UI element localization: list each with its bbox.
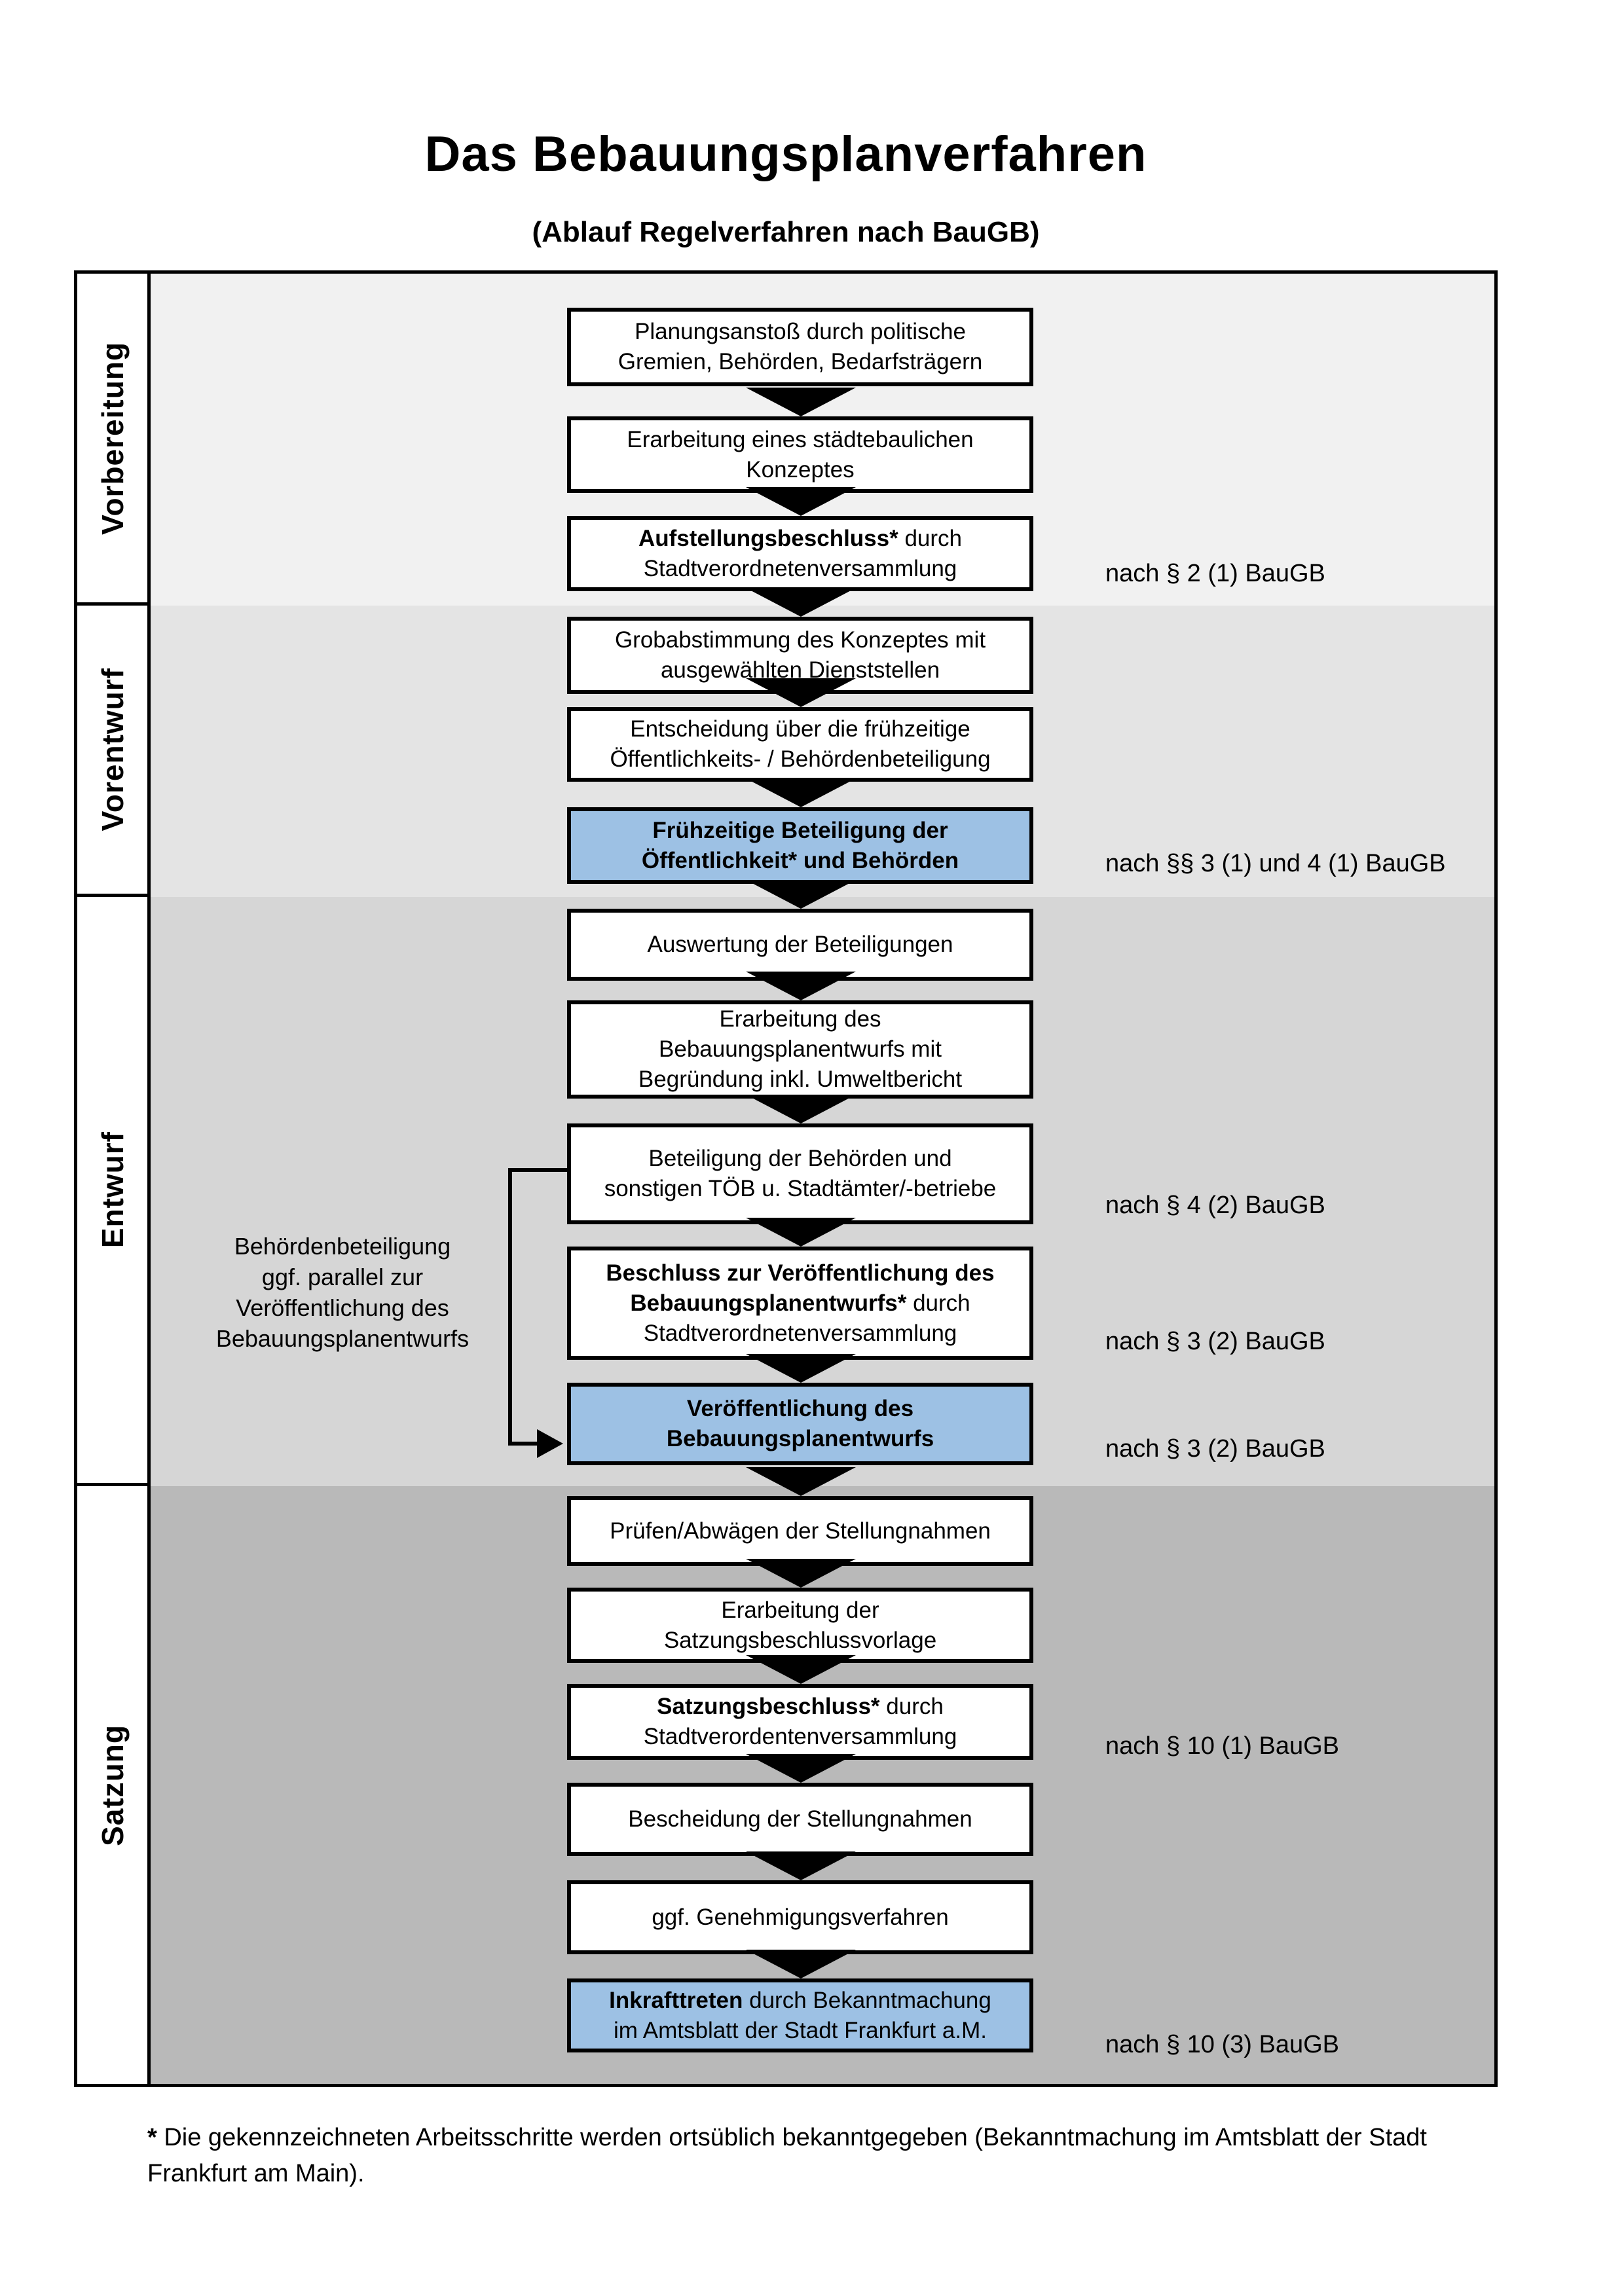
arrow-down-icon xyxy=(746,1754,856,1783)
page-title: Das Bebauungsplanverfahren xyxy=(424,126,1147,182)
arrow-down-icon xyxy=(746,1218,856,1247)
arrow-down-icon xyxy=(746,1655,856,1684)
diagram-frame: Vorbereitung Vorentwurf Entwurf Satzung … xyxy=(74,270,1498,2087)
arrow-down-icon xyxy=(746,1095,856,1123)
footnote: * Die gekennzeichneten Arbeitsschritte w… xyxy=(147,2120,1490,2192)
arrow-down-icon xyxy=(746,1851,856,1880)
arrow-down-icon xyxy=(746,678,856,707)
arrow-down-icon xyxy=(746,880,856,909)
phase-cell-vorentwurf: Vorentwurf xyxy=(77,606,151,897)
arrow-down-icon xyxy=(746,1559,856,1588)
arrow-right-icon xyxy=(537,1429,563,1458)
phase-label-vorentwurf: Vorentwurf xyxy=(95,668,130,831)
arrow-down-icon xyxy=(746,1354,856,1383)
flow-box-pruefen-abwaegen: Prüfen/Abwägen der Stellungnahmen xyxy=(567,1496,1033,1566)
arrow-down-icon xyxy=(746,1950,856,1978)
arrow-down-icon xyxy=(746,388,856,416)
flow-box-auswertung: Auswertung der Beteiligungen xyxy=(567,909,1033,981)
flow-box-bescheidung: Bescheidung der Stellungnahmen xyxy=(567,1783,1033,1856)
flow-box-text: Prüfen/Abwägen der Stellungnahmen xyxy=(610,1518,991,1544)
arrow-down-icon xyxy=(746,588,856,617)
legal-reference: nach § 4 (2) BauGB xyxy=(1105,1192,1325,1219)
legal-reference: nach § 2 (1) BauGB xyxy=(1105,560,1325,587)
legal-reference: nach § 3 (2) BauGB xyxy=(1105,1435,1325,1463)
flow-box-text: Bescheidung der Stellungnahmen xyxy=(628,1806,972,1832)
footnote-text: Die gekennzeichneten Arbeitsschritte wer… xyxy=(147,2124,1427,2187)
arrow-down-icon xyxy=(746,972,856,1000)
legal-reference: nach § 10 (1) BauGB xyxy=(1105,1732,1339,1760)
phase-cell-satzung: Satzung xyxy=(77,1486,151,2084)
flow-box-genehmigungsverfahren: ggf. Genehmigungsverfahren xyxy=(567,1880,1033,1954)
flow-box-text: ggf. Genehmigungsverfahren xyxy=(652,1904,949,1930)
phase-cell-entwurf: Entwurf xyxy=(77,897,151,1486)
bracket-line xyxy=(508,1442,540,1446)
legal-reference: nach § 10 (3) BauGB xyxy=(1105,2031,1339,2058)
flow-box-text: Auswertung der Beteiligungen xyxy=(647,932,953,957)
bracket-line xyxy=(508,1168,567,1172)
footnote-star: * xyxy=(147,2124,157,2151)
phase-label-vorbereitung: Vorbereitung xyxy=(95,341,130,535)
bracket-line xyxy=(508,1168,512,1446)
phase-label-satzung: Satzung xyxy=(95,1724,130,1846)
page-subtitle: (Ablauf Regelverfahren nach BauGB) xyxy=(532,216,1040,248)
arrow-down-icon xyxy=(746,778,856,807)
phase-label-entwurf: Entwurf xyxy=(95,1131,130,1248)
legal-reference: nach § 3 (2) BauGB xyxy=(1105,1328,1325,1355)
legal-reference: nach §§ 3 (1) und 4 (1) BauGB xyxy=(1105,850,1446,877)
arrow-down-icon xyxy=(746,1467,856,1496)
phase-cell-vorbereitung: Vorbereitung xyxy=(77,274,151,606)
arrow-down-icon xyxy=(746,487,856,516)
